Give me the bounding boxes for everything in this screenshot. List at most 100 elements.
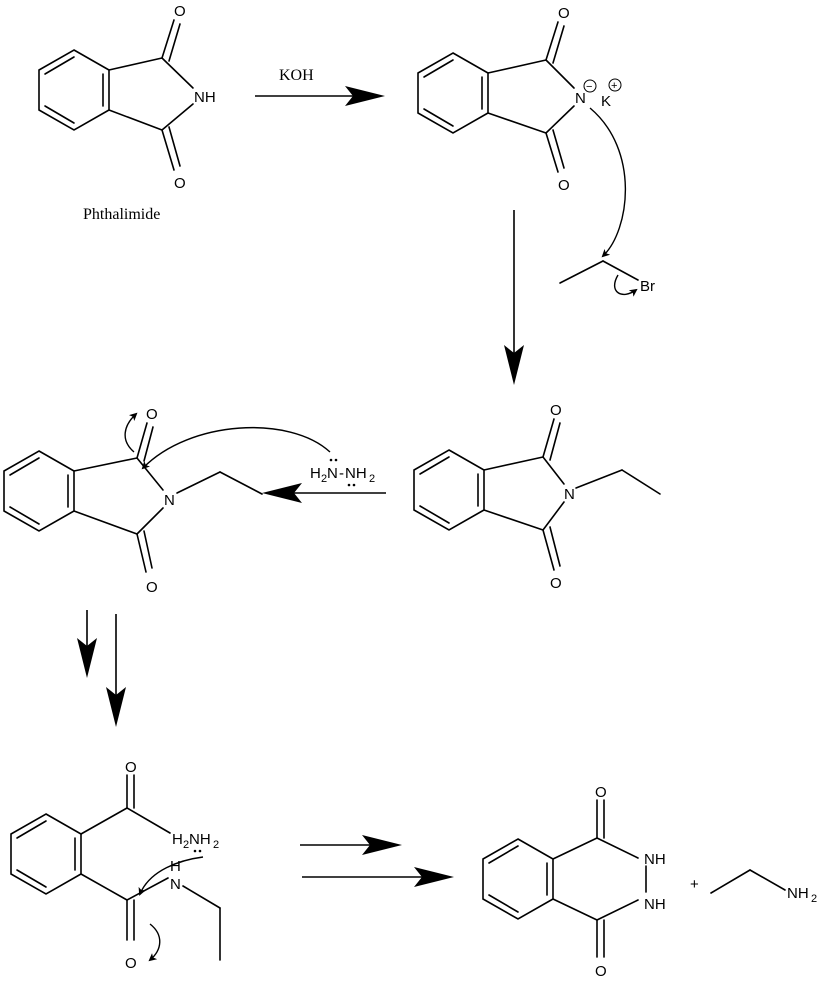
plus-sign: + — [690, 876, 699, 893]
phthalimide-molecule: O O NH — [38, 3, 216, 192]
hydrazine-label: H 2 N - NH 2 — [310, 458, 375, 487]
positive-charge-icon — [608, 78, 622, 92]
carbonyl-bond — [136, 533, 147, 573]
phthalhydrazide-molecule: O O NH NH — [482, 784, 666, 980]
reaction-arrow — [106, 614, 126, 727]
oxygen-label: O — [595, 784, 607, 801]
benzene-ring — [417, 52, 489, 134]
oxygen-label: O — [550, 575, 562, 592]
bond — [161, 57, 194, 89]
negative-charge-icon — [583, 79, 597, 93]
svg-text:H: H — [172, 831, 183, 848]
lone-pair-dot — [198, 849, 202, 853]
reaction-arrow — [302, 867, 454, 887]
oxygen-label: O — [558, 5, 570, 22]
reagent-label: KOH — [279, 67, 314, 84]
lone-pair-dot — [347, 483, 351, 487]
oxygen-label: O — [125, 759, 137, 776]
benzene-ring — [3, 450, 75, 532]
carbonyl-bond — [143, 530, 153, 569]
curved-electron-arrow — [589, 107, 627, 258]
reaction-arrow — [262, 483, 386, 503]
reaction-arrow — [504, 210, 524, 385]
bromine-label: Br — [640, 278, 655, 295]
bond — [108, 57, 163, 71]
svg-text:2: 2 — [213, 839, 219, 851]
negative-charge: − — [586, 81, 592, 93]
carbonyl-bond — [549, 422, 561, 461]
bond — [487, 112, 547, 134]
ethyl-bond — [575, 469, 623, 489]
bond — [487, 59, 547, 74]
carbonyl-bond — [542, 418, 555, 458]
hydrogen-label: H — [170, 858, 181, 875]
carbonyl-bond — [161, 19, 175, 59]
oxygen-label: O — [174, 175, 186, 192]
ethyl-bond — [219, 471, 263, 495]
curved-electron-arrow — [124, 412, 138, 453]
ethyl-bond — [621, 469, 661, 495]
intermediate-molecule: O O N — [3, 406, 263, 596]
carbonyl-bond — [161, 129, 175, 171]
svg-text:2: 2 — [321, 473, 327, 485]
bond — [552, 837, 598, 860]
benzene-ring — [413, 449, 485, 531]
bond — [80, 873, 128, 901]
potassium-phthalimide-molecule: O O N − K + — [417, 5, 622, 194]
curved-electron-arrow — [148, 923, 161, 962]
carbonyl-bond — [136, 422, 148, 459]
bond — [552, 898, 598, 921]
carbonyl-bond — [552, 25, 565, 64]
potassium-label: K — [601, 93, 611, 110]
nitrogen-label: NH — [644, 851, 666, 868]
carbonyl-bond — [552, 129, 565, 169]
compound-caption: Phthalimide — [83, 206, 160, 223]
bond — [542, 456, 565, 485]
nitrogen-label: N — [170, 876, 181, 893]
svg-text:NH: NH — [345, 465, 367, 482]
curved-electron-arrow — [141, 427, 331, 470]
reaction-arrow — [255, 86, 385, 106]
svg-text:2: 2 — [811, 893, 817, 905]
lone-pair-dot — [193, 849, 197, 853]
benzene-ring — [482, 838, 554, 920]
svg-text:N: N — [327, 465, 338, 482]
oxygen-label: O — [174, 3, 186, 20]
bond — [73, 510, 138, 535]
lone-pair-dot — [352, 483, 356, 487]
carbonyl-bond — [545, 132, 559, 173]
bond — [596, 899, 639, 921]
bond — [73, 457, 138, 472]
oxygen-label: O — [550, 402, 562, 419]
svg-text:H: H — [310, 465, 321, 482]
oxygen-label: O — [146, 579, 158, 596]
bond — [80, 807, 128, 835]
nitrogen-label: N — [564, 486, 575, 503]
nitrogen-label: NH — [787, 885, 809, 902]
lone-pair-dot — [329, 458, 333, 462]
curved-electron-arrow — [138, 856, 204, 896]
bond — [136, 507, 164, 535]
ethyl-bond — [182, 885, 221, 909]
svg-text:-: - — [339, 465, 344, 482]
bond — [542, 501, 565, 531]
bond — [161, 103, 194, 131]
svg-text:NH: NH — [189, 831, 211, 848]
bond — [126, 807, 171, 834]
svg-text:2: 2 — [369, 473, 375, 485]
bond — [545, 105, 575, 134]
carbonyl-bond — [143, 426, 154, 462]
positive-charge: + — [611, 80, 617, 92]
nitrogen-label: N — [164, 492, 175, 509]
bond — [483, 509, 544, 531]
oxygen-label: O — [146, 406, 158, 423]
oxygen-label: O — [595, 963, 607, 980]
benzene-ring — [38, 49, 110, 131]
svg-text:2: 2 — [183, 839, 189, 851]
reaction-arrow — [77, 610, 97, 678]
ethyl-bond — [176, 471, 221, 494]
bond — [545, 59, 575, 89]
carbonyl-bond — [542, 529, 555, 571]
nitrogen-label: NH — [194, 89, 216, 106]
